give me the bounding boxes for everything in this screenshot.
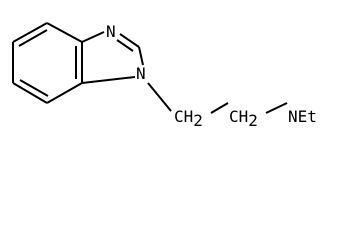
benzene-ring [12, 22, 83, 104]
ch2-b-subscript: 2 [248, 111, 258, 130]
bond-c3a-c4 [46, 22, 83, 43]
bond-n1-ch2a [147, 82, 172, 112]
bond-ch2b-amine [265, 102, 288, 114]
bond-c2-n1 [138, 46, 144, 66]
bond-n3-c2 [119, 33, 140, 48]
molecule-drawing: N N CH2 CH2 NEt [12, 22, 317, 130]
atom-label-n3: N [106, 22, 116, 41]
side-chain [147, 82, 288, 114]
bond-c7-c7a [46, 82, 83, 104]
imidazole-ring [81, 31, 144, 84]
bond-n3-c2-double [116, 39, 134, 52]
bond-n1-c7a [81, 76, 136, 84]
bond-c4-c5 [12, 22, 48, 43]
atom-label-ch2-b: CH2 [229, 107, 258, 130]
bond-c6-c7 [12, 82, 48, 104]
atom-label-amine: NEt [288, 107, 317, 126]
ch2-a-text: CH [174, 107, 193, 126]
ch2-b-text: CH [229, 107, 248, 126]
bond-ch2a-ch2b [210, 102, 229, 114]
structure-diagram: N N CH2 CH2 NEt [12, 22, 317, 130]
double-bond-inner-2 [19, 79, 49, 97]
ch2-a-subscript: 2 [193, 111, 203, 130]
atom-label-ch2-a: CH2 [174, 107, 203, 130]
bond-c3a-n3 [81, 31, 105, 43]
double-bond-inner-1 [18, 29, 48, 47]
atom-label-n1: N [136, 64, 146, 83]
